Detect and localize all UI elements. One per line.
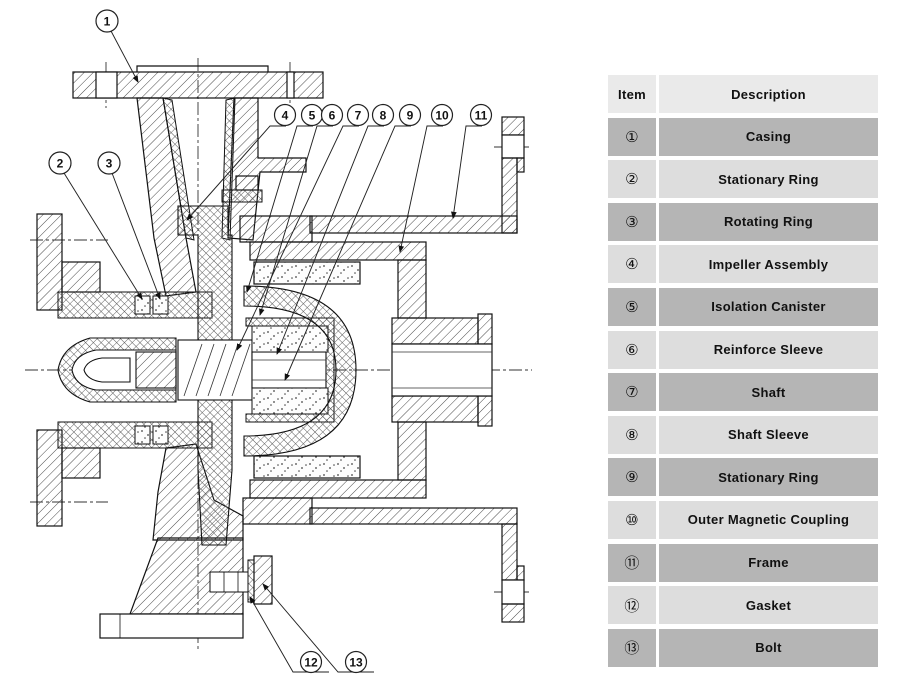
foot-base: [99, 613, 244, 639]
item-description: Reinforce Sleeve: [659, 330, 878, 369]
bolt-shape: [209, 571, 249, 593]
table-row: ⑦ Shaft: [608, 373, 878, 412]
svg-text:10: 10: [435, 109, 449, 123]
seal-area: [57, 291, 213, 449]
table-header-row: Item Description: [608, 75, 878, 113]
callout-balloon-13: 13: [344, 650, 368, 674]
isolation-canister-shape: [243, 285, 357, 457]
table-row: ⑤ Isolation Canister: [608, 287, 878, 326]
svg-text:4: 4: [282, 109, 289, 123]
impeller-shape: [57, 205, 233, 546]
item-description: Rotating Ring: [659, 202, 878, 241]
item-number: ②: [608, 160, 656, 199]
svg-text:9: 9: [407, 109, 414, 123]
inner-magnet-assembly: [245, 317, 335, 423]
item-description: Stationary Ring: [659, 458, 878, 497]
shaft-shape: [177, 339, 327, 401]
callout-balloon-2: 2: [48, 151, 72, 175]
item-description: Bolt: [659, 628, 878, 667]
item-description: Frame: [659, 543, 878, 582]
table-row: ③ Rotating Ring: [608, 202, 878, 241]
table-row: ① Casing: [608, 117, 878, 156]
svg-text:13: 13: [349, 656, 363, 670]
outer-coupling-shape: [249, 241, 493, 499]
gasket-shape: [247, 559, 255, 603]
callout-balloon-8: 8: [371, 103, 395, 127]
item-number: ⑤: [608, 287, 656, 326]
pump-cross-section-drawing: 1 2 3 4 5 6 7 8 9 10 11 12 13: [25, 9, 532, 674]
item-number: ⑬: [608, 628, 656, 667]
callout-balloon-11: 11: [469, 103, 493, 127]
item-description: Isolation Canister: [659, 287, 878, 326]
svg-text:5: 5: [309, 109, 316, 123]
item-number: ⑧: [608, 415, 656, 454]
table-row: ② Stationary Ring: [608, 160, 878, 199]
item-description: Casing: [659, 117, 878, 156]
svg-text:2: 2: [57, 157, 64, 171]
item-number: ⑩: [608, 500, 656, 539]
table-row: ⑪ Frame: [608, 543, 878, 582]
frame-shape: [309, 116, 525, 623]
table-row: ⑩ Outer Magnetic Coupling: [608, 500, 878, 539]
leader-lines: [63, 30, 482, 673]
table-row: ⑫ Gasket: [608, 586, 878, 625]
casing-shape: [72, 65, 324, 615]
callout-balloon-3: 3: [97, 151, 121, 175]
callout-balloon-12: 12: [299, 650, 323, 674]
item-description: Shaft Sleeve: [659, 415, 878, 454]
item-number: ③: [608, 202, 656, 241]
svg-text:6: 6: [329, 109, 336, 123]
item-number: ⑦: [608, 373, 656, 412]
item-description: Gasket: [659, 586, 878, 625]
callout-balloon-9: 9: [398, 103, 422, 127]
item-description: Impeller Assembly: [659, 245, 878, 284]
callout-balloons: 1 2 3 4 5 6 7 8 9 10 11 12 13: [48, 9, 493, 674]
svg-text:1: 1: [104, 15, 111, 29]
svg-text:3: 3: [106, 157, 113, 171]
callout-balloon-6: 6: [320, 103, 344, 127]
item-number: ①: [608, 117, 656, 156]
shaft-lines: [252, 351, 492, 389]
stationary-ring-shape: [134, 295, 151, 315]
parts-table: Item Description ① Casing ② Stationary R…: [608, 75, 878, 671]
item-number: ⑨: [608, 458, 656, 497]
table-row: ⑧ Shaft Sleeve: [608, 415, 878, 454]
item-number: ④: [608, 245, 656, 284]
callout-balloon-5: 5: [300, 103, 324, 127]
table-row: ④ Impeller Assembly: [608, 245, 878, 284]
item-number: ⑪: [608, 543, 656, 582]
callout-balloon-1: 1: [95, 9, 119, 33]
table-row: ⑥ Reinforce Sleeve: [608, 330, 878, 369]
item-description: Stationary Ring: [659, 160, 878, 199]
table-header-description: Description: [659, 75, 878, 113]
svg-text:8: 8: [380, 109, 387, 123]
table-row: ⑬ Bolt: [608, 628, 878, 667]
callout-balloon-4: 4: [273, 103, 297, 127]
svg-text:7: 7: [355, 109, 362, 123]
table-header-item: Item: [608, 75, 656, 113]
callout-balloon-10: 10: [430, 103, 454, 127]
item-number: ⑥: [608, 330, 656, 369]
callout-balloon-7: 7: [346, 103, 370, 127]
svg-text:12: 12: [304, 656, 318, 670]
svg-text:11: 11: [475, 109, 488, 123]
table-row: ⑨ Stationary Ring: [608, 458, 878, 497]
gasket-bolt-area: [209, 559, 255, 603]
rotating-ring-shape: [152, 295, 169, 315]
item-description: Outer Magnetic Coupling: [659, 500, 878, 539]
item-description: Shaft: [659, 373, 878, 412]
item-number: ⑫: [608, 586, 656, 625]
